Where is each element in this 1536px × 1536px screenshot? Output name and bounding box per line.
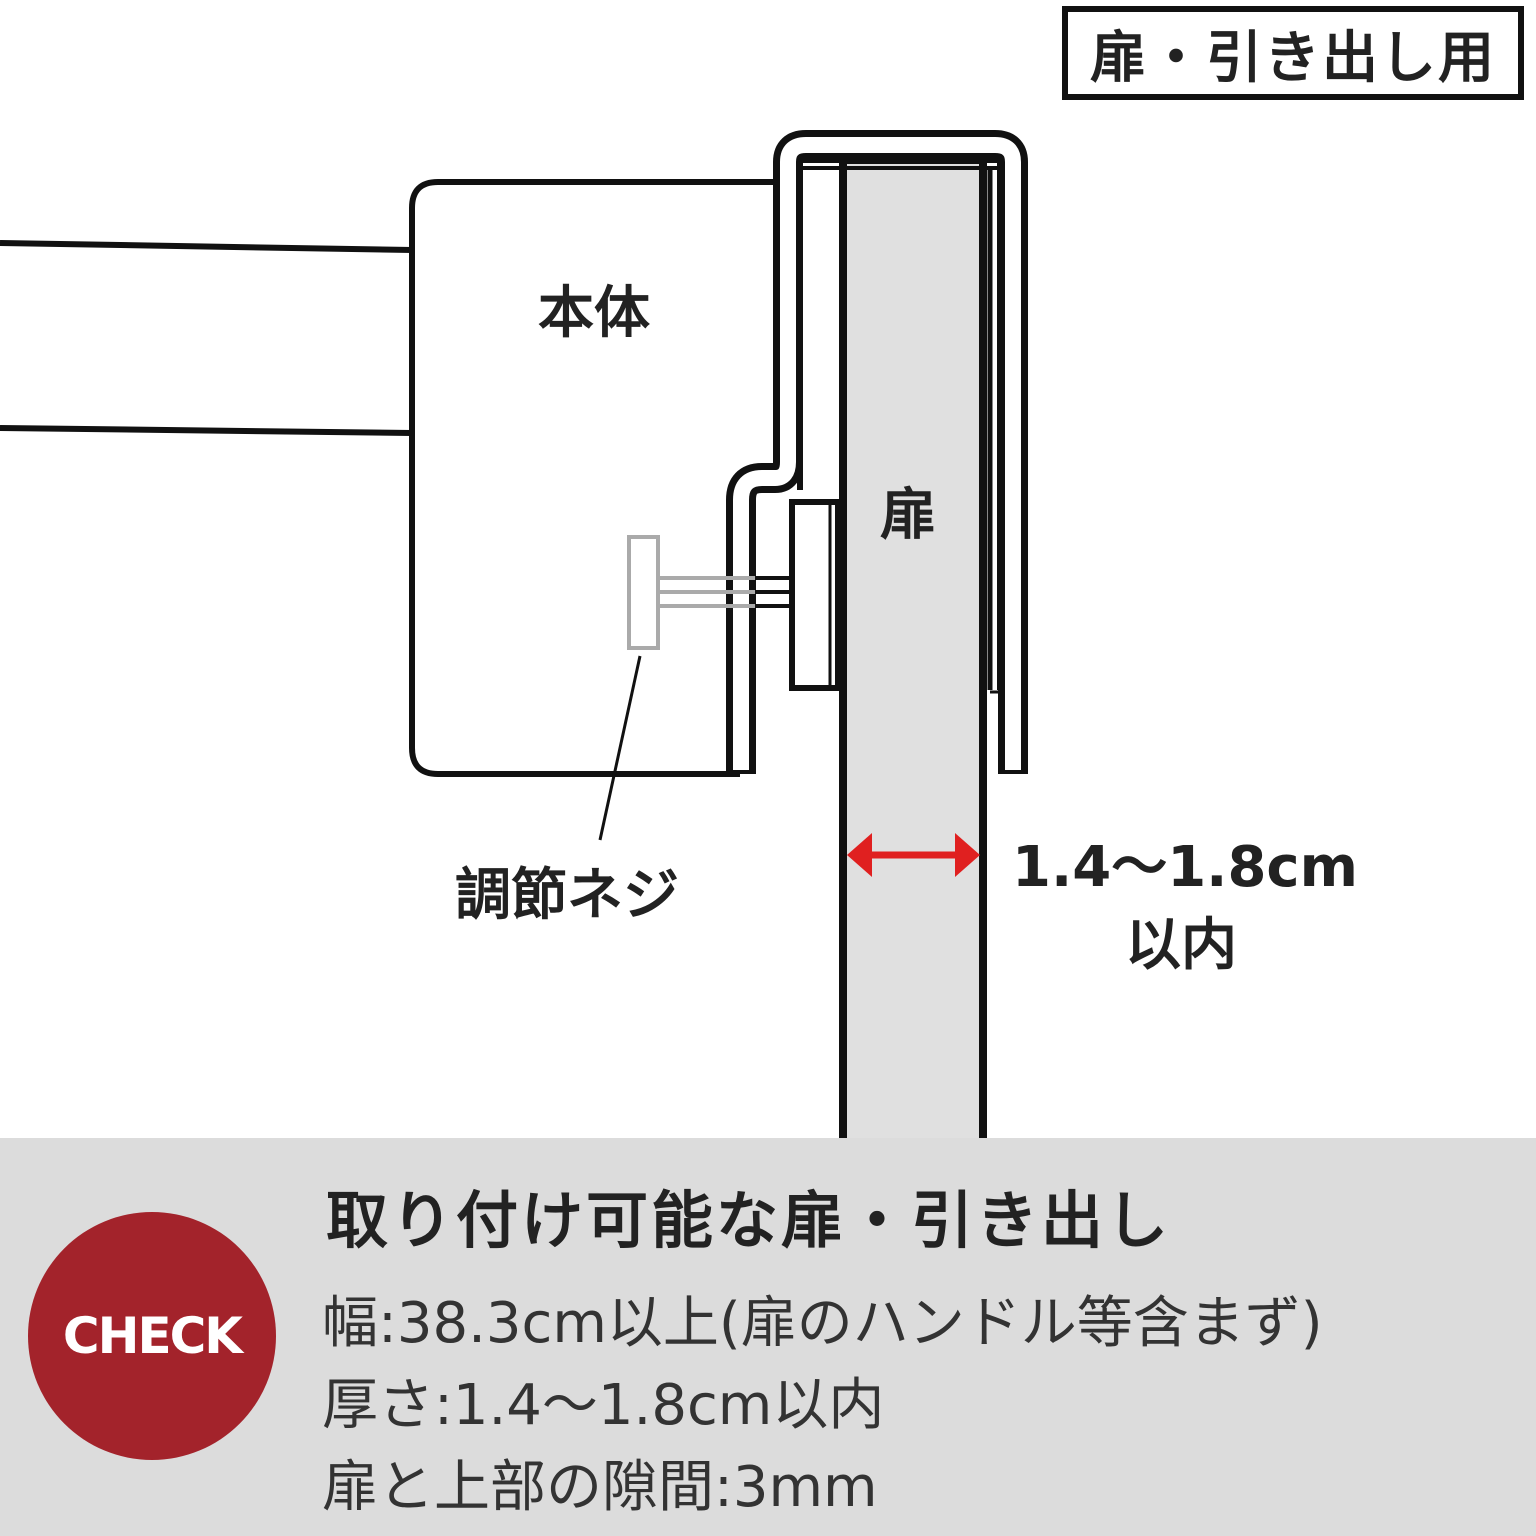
screw-label: 調節ネジ — [455, 863, 679, 928]
body-housing — [409, 179, 780, 777]
body-arm-top — [0, 240, 413, 253]
within-label: 以内 — [1125, 913, 1237, 978]
body-label: 本体 — [538, 281, 650, 346]
usage-tag: 扉・引き出し用 — [1062, 6, 1524, 100]
door — [839, 156, 987, 1154]
check-gap: 扉と上部の隙間:3mm — [322, 1455, 878, 1520]
adjust-screw — [627, 535, 795, 650]
check-thickness: 厚さ:1.4〜1.8cm以内 — [322, 1373, 885, 1438]
door-label: 扉 — [880, 483, 936, 548]
thickness-label: 1.4〜1.8cm — [1012, 835, 1358, 900]
check-badge: CHECK — [28, 1212, 276, 1460]
check-title: 取り付け可能な扉・引き出し — [326, 1184, 1172, 1257]
body-arm-bottom — [0, 425, 413, 436]
thickness-arrow — [847, 833, 980, 877]
check-width: 幅:38.3cm以上(扉のハンドル等含まず) — [322, 1291, 1323, 1356]
screw-leader-line — [598, 655, 642, 841]
